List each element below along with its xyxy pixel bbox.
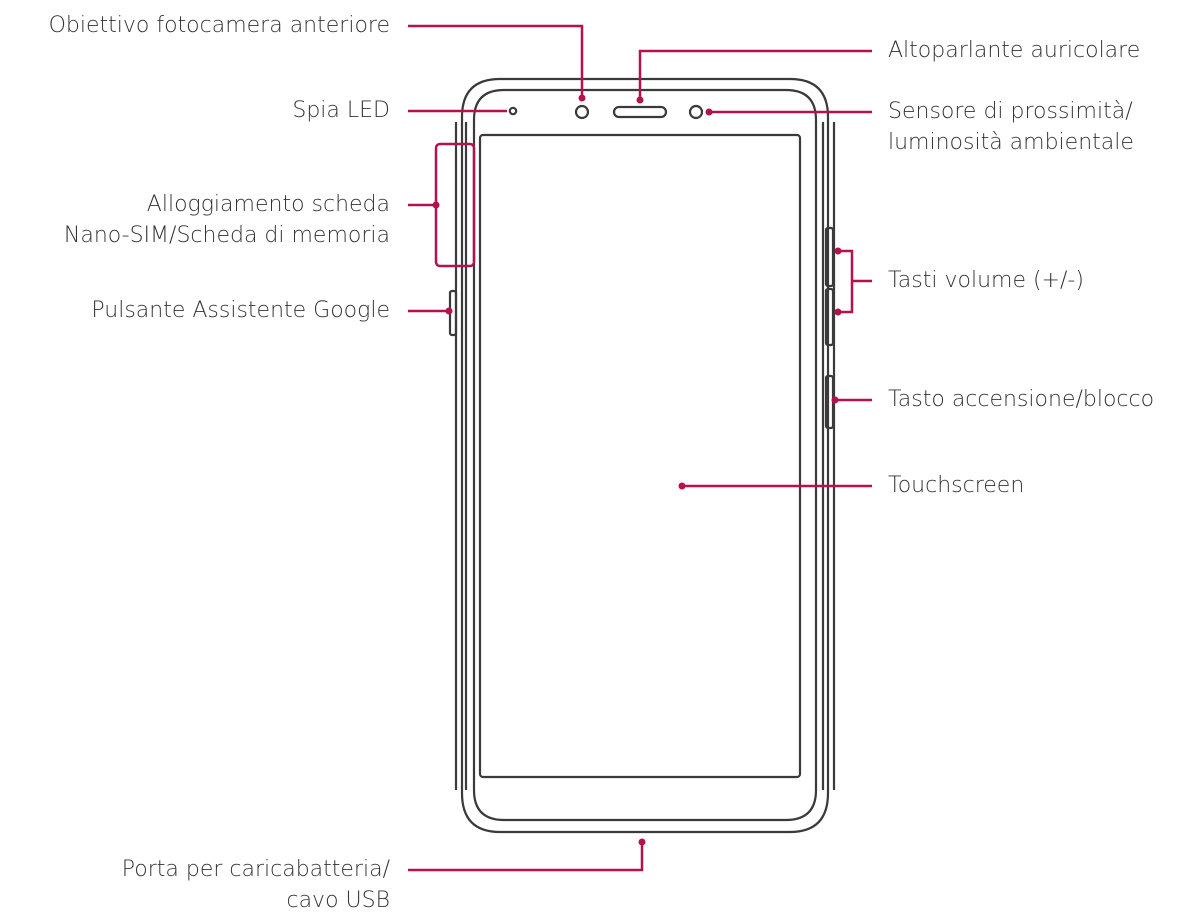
volume-down-key — [824, 287, 835, 347]
leader-dot-camera — [578, 94, 586, 102]
volume-up-key — [824, 226, 835, 288]
leader-dot-earpiece — [636, 96, 644, 104]
leader-dot-proximity — [705, 108, 713, 116]
phone-outer-frame — [460, 77, 830, 834]
label-sim-tray: Alloggiamento scheda Nano-SIM/Scheda di … — [63, 192, 390, 248]
label-front-camera: Obiettivo fotocamera anteriore — [48, 13, 390, 38]
power-key — [824, 374, 835, 430]
label-charger-port: Porta per caricabatteria/ cavo USB — [121, 857, 390, 913]
phone-inner-frame — [472, 88, 818, 822]
led-indicator — [508, 106, 518, 116]
leader-volume-keys — [838, 249, 854, 314]
leader-dot-touchscreen — [678, 482, 686, 490]
leader-dot-assistant — [445, 307, 453, 315]
label-assistant-button: Pulsante Assistente Google — [91, 298, 390, 323]
label-led: Spia LED — [292, 98, 390, 123]
touchscreen-display — [478, 133, 802, 779]
label-volume-keys: Tasti volume (+/-) — [888, 268, 1084, 293]
leader-dot-volume-up — [834, 247, 842, 255]
leader-earpiece — [638, 49, 872, 100]
front-camera-lens — [574, 104, 590, 120]
label-touchscreen: Touchscreen — [888, 473, 1025, 498]
leader-charger-port — [408, 842, 644, 872]
proximity-sensor — [688, 104, 704, 120]
leader-dot-power — [831, 396, 839, 404]
label-power-key: Tasto accensione/blocco — [888, 387, 1155, 412]
leader-front-camera — [408, 24, 584, 98]
earpiece-speaker — [612, 105, 668, 119]
leader-dot-sim — [432, 201, 440, 209]
label-proximity-sensor: Sensore di prossimità/ luminosità ambien… — [888, 99, 1134, 155]
label-earpiece: Altoparlante auricolare — [888, 38, 1141, 63]
leader-dot-volume-down — [834, 308, 842, 316]
leader-dot-charger — [638, 838, 646, 846]
